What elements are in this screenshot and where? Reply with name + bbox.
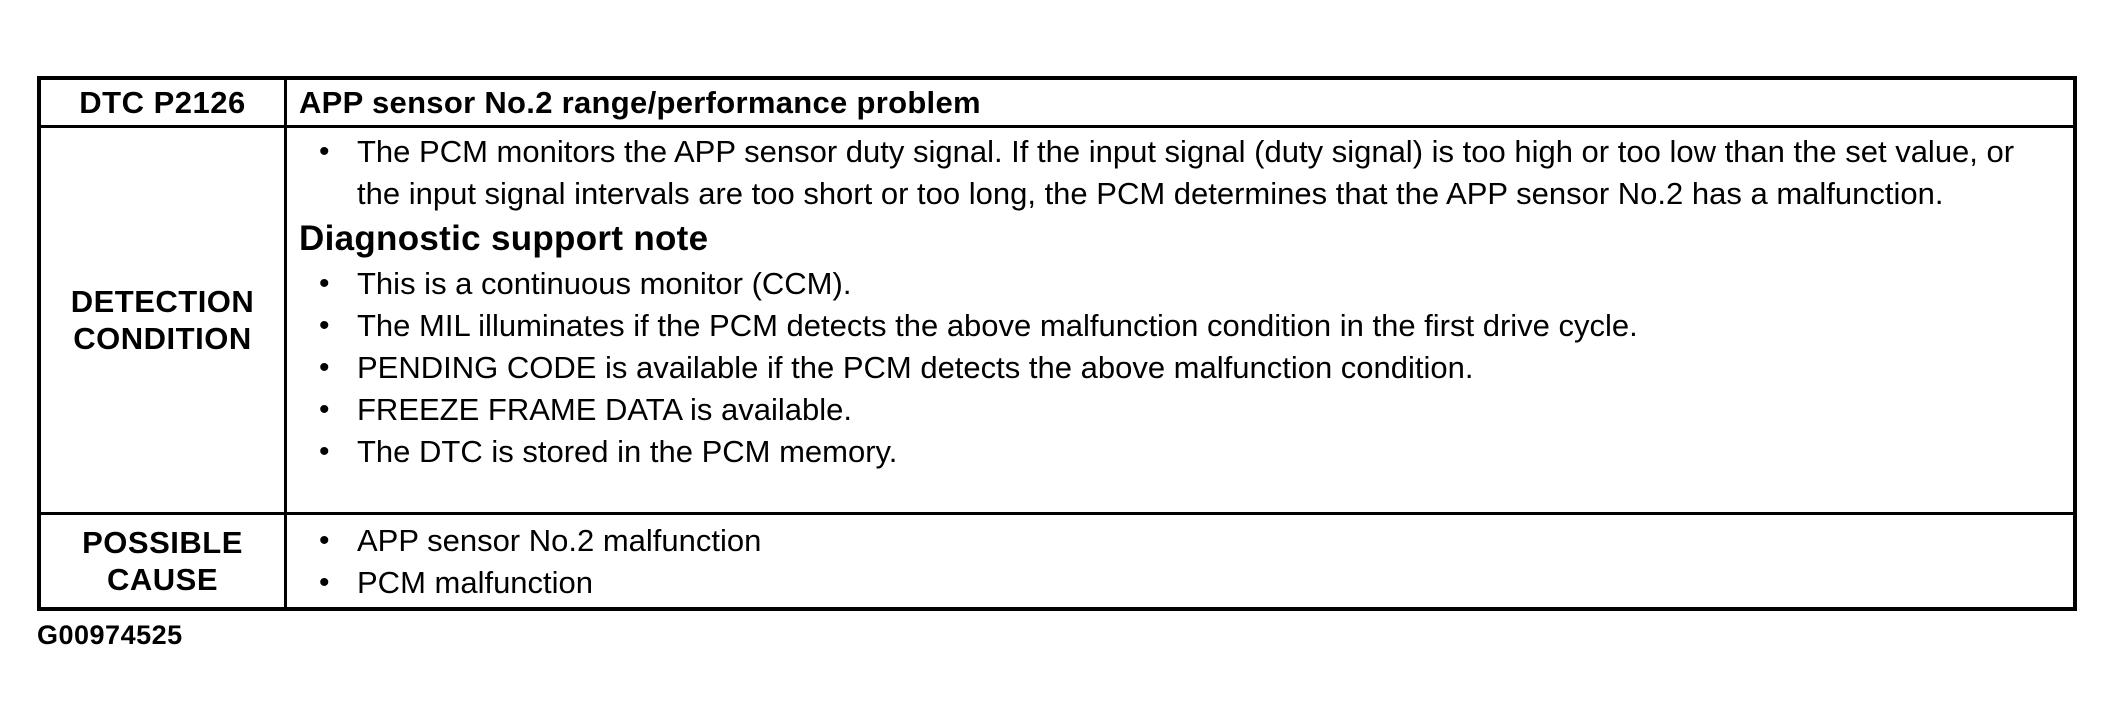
bullet-icon: • bbox=[319, 351, 330, 384]
detection-condition-label: DETECTION CONDITION bbox=[41, 128, 287, 512]
dtc-title-cell: APP sensor No.2 range/performance proble… bbox=[287, 80, 2073, 125]
bullet-item: • PCM malfunction bbox=[299, 562, 2057, 604]
bullet-item: • PENDING CODE is available if the PCM d… bbox=[299, 347, 2057, 389]
support-bullet-text: This is a continuous monitor (CCM). bbox=[357, 266, 852, 301]
dtc-code-cell: DTC P2126 bbox=[41, 80, 287, 125]
possible-cause-content: • APP sensor No.2 malfunction • PCM malf… bbox=[287, 515, 2073, 607]
bullet-icon: • bbox=[319, 393, 330, 426]
bullet-item: • FREEZE FRAME DATA is available. bbox=[299, 389, 2057, 431]
table-row-possible-cause: POSSIBLE CAUSE • APP sensor No.2 malfunc… bbox=[41, 512, 2073, 607]
table-row-detection-condition: DETECTION CONDITION • The PCM monitors t… bbox=[41, 125, 2073, 512]
bullet-icon: • bbox=[319, 135, 330, 168]
bullet-item: • The PCM monitors the APP sensor duty s… bbox=[299, 131, 2057, 215]
support-bullet-text: PENDING CODE is available if the PCM det… bbox=[357, 350, 1474, 385]
bullet-icon: • bbox=[319, 309, 330, 342]
support-bullet-text: The MIL illuminates if the PCM detects t… bbox=[357, 308, 1638, 343]
bullet-icon: • bbox=[319, 267, 330, 300]
support-bullet-text: FREEZE FRAME DATA is available. bbox=[357, 392, 852, 427]
dtc-title: APP sensor No.2 range/performance proble… bbox=[299, 84, 981, 120]
bullet-icon: • bbox=[319, 524, 330, 557]
detection-condition-label-text: DETECTION CONDITION bbox=[70, 284, 255, 356]
bullet-icon: • bbox=[319, 435, 330, 468]
cause-bullet-text: APP sensor No.2 malfunction bbox=[357, 523, 762, 558]
dtc-table: DTC P2126 APP sensor No.2 range/performa… bbox=[37, 76, 2077, 611]
dtc-code: DTC P2126 bbox=[79, 85, 246, 120]
bullet-icon: • bbox=[319, 566, 330, 599]
cause-bullet-text: PCM malfunction bbox=[357, 565, 594, 600]
detection-main-bullet-text: The PCM monitors the APP sensor duty sig… bbox=[357, 134, 2015, 211]
possible-cause-label: POSSIBLE CAUSE bbox=[41, 515, 287, 607]
table-row-header: DTC P2126 APP sensor No.2 range/performa… bbox=[41, 80, 2073, 125]
detection-condition-content: • The PCM monitors the APP sensor duty s… bbox=[287, 128, 2073, 512]
possible-cause-label-text: POSSIBLE CAUSE bbox=[82, 525, 243, 597]
bullet-item: • This is a continuous monitor (CCM). bbox=[299, 263, 2057, 305]
bullet-item: • The DTC is stored in the PCM memory. bbox=[299, 431, 2057, 473]
bullet-item: • The MIL illuminates if the PCM detects… bbox=[299, 305, 2057, 347]
bullet-item: • APP sensor No.2 malfunction bbox=[299, 520, 2057, 562]
diagnostic-support-note-heading: Diagnostic support note bbox=[299, 219, 709, 258]
support-bullet-text: The DTC is stored in the PCM memory. bbox=[357, 434, 898, 469]
figure-id: G00974525 bbox=[37, 620, 183, 650]
